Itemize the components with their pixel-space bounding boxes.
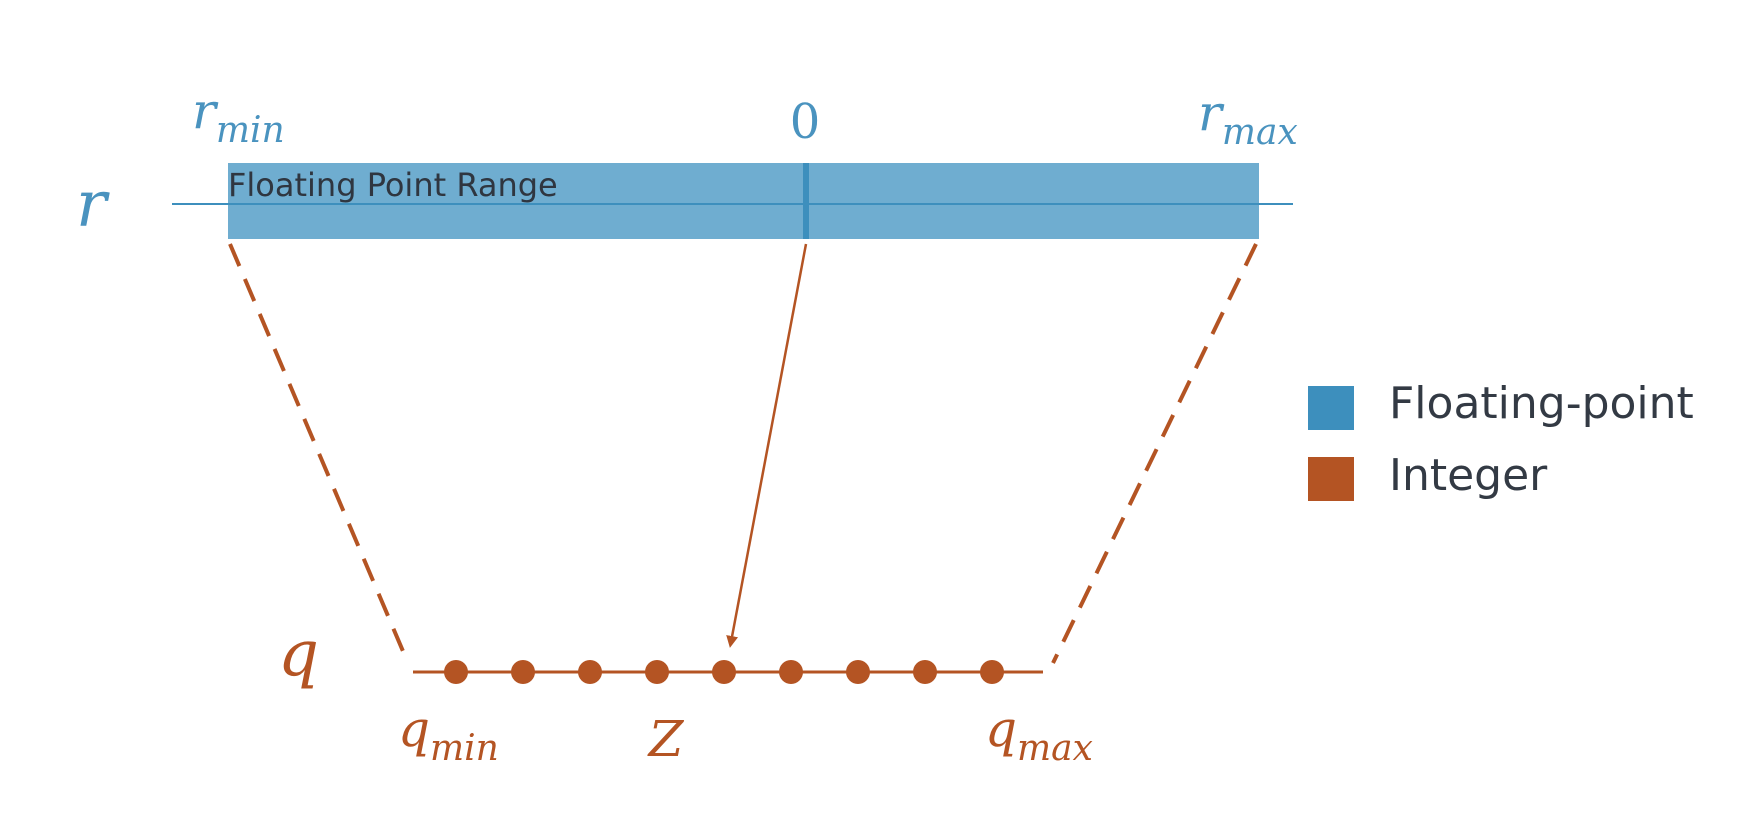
integer-point bbox=[645, 660, 669, 684]
r-max-base: r bbox=[1198, 84, 1225, 142]
zero-point-dot bbox=[712, 660, 736, 684]
q-max-base: q bbox=[985, 700, 1017, 758]
q-min-subscript: min bbox=[430, 728, 499, 769]
integer-point bbox=[846, 660, 870, 684]
legend-label-floating-point: Floating-point bbox=[1389, 378, 1694, 429]
zero-mapping-arrow bbox=[726, 243, 808, 648]
integer-point bbox=[980, 660, 1004, 684]
integer-point bbox=[779, 660, 803, 684]
right-mapping-dashed-line bbox=[1051, 243, 1258, 664]
q-max-label: qmax bbox=[985, 700, 1093, 769]
q-min-label: qmin bbox=[398, 700, 499, 769]
r-min-subscript: min bbox=[216, 110, 285, 151]
integer-point bbox=[913, 660, 937, 684]
legend-swatch-floating-point bbox=[1308, 386, 1354, 430]
float-axis-symbol: r bbox=[76, 168, 110, 242]
band-label: Floating Point Range bbox=[228, 166, 558, 204]
integer-points bbox=[444, 660, 1004, 684]
r-min-base: r bbox=[192, 82, 219, 140]
integer-point bbox=[444, 660, 468, 684]
legend-label-integer: Integer bbox=[1389, 450, 1548, 501]
q-max-subscript: max bbox=[1017, 728, 1093, 769]
integer-point bbox=[578, 660, 602, 684]
legend: Floating-point Integer bbox=[1308, 378, 1694, 501]
left-mapping-dashed-line bbox=[228, 243, 410, 664]
int-axis-symbol: q bbox=[278, 617, 319, 691]
zero-point-label: Z bbox=[647, 710, 685, 768]
float-zero-marker bbox=[803, 163, 809, 239]
legend-swatch-integer bbox=[1308, 457, 1354, 501]
zero-label: 0 bbox=[790, 94, 821, 150]
q-min-base: q bbox=[398, 700, 430, 758]
integer-point bbox=[511, 660, 535, 684]
floating-point-range-band bbox=[228, 163, 1259, 239]
r-min-label: rmin bbox=[192, 82, 285, 151]
r-max-label: rmax bbox=[1198, 84, 1298, 153]
r-max-subscript: max bbox=[1222, 112, 1298, 153]
